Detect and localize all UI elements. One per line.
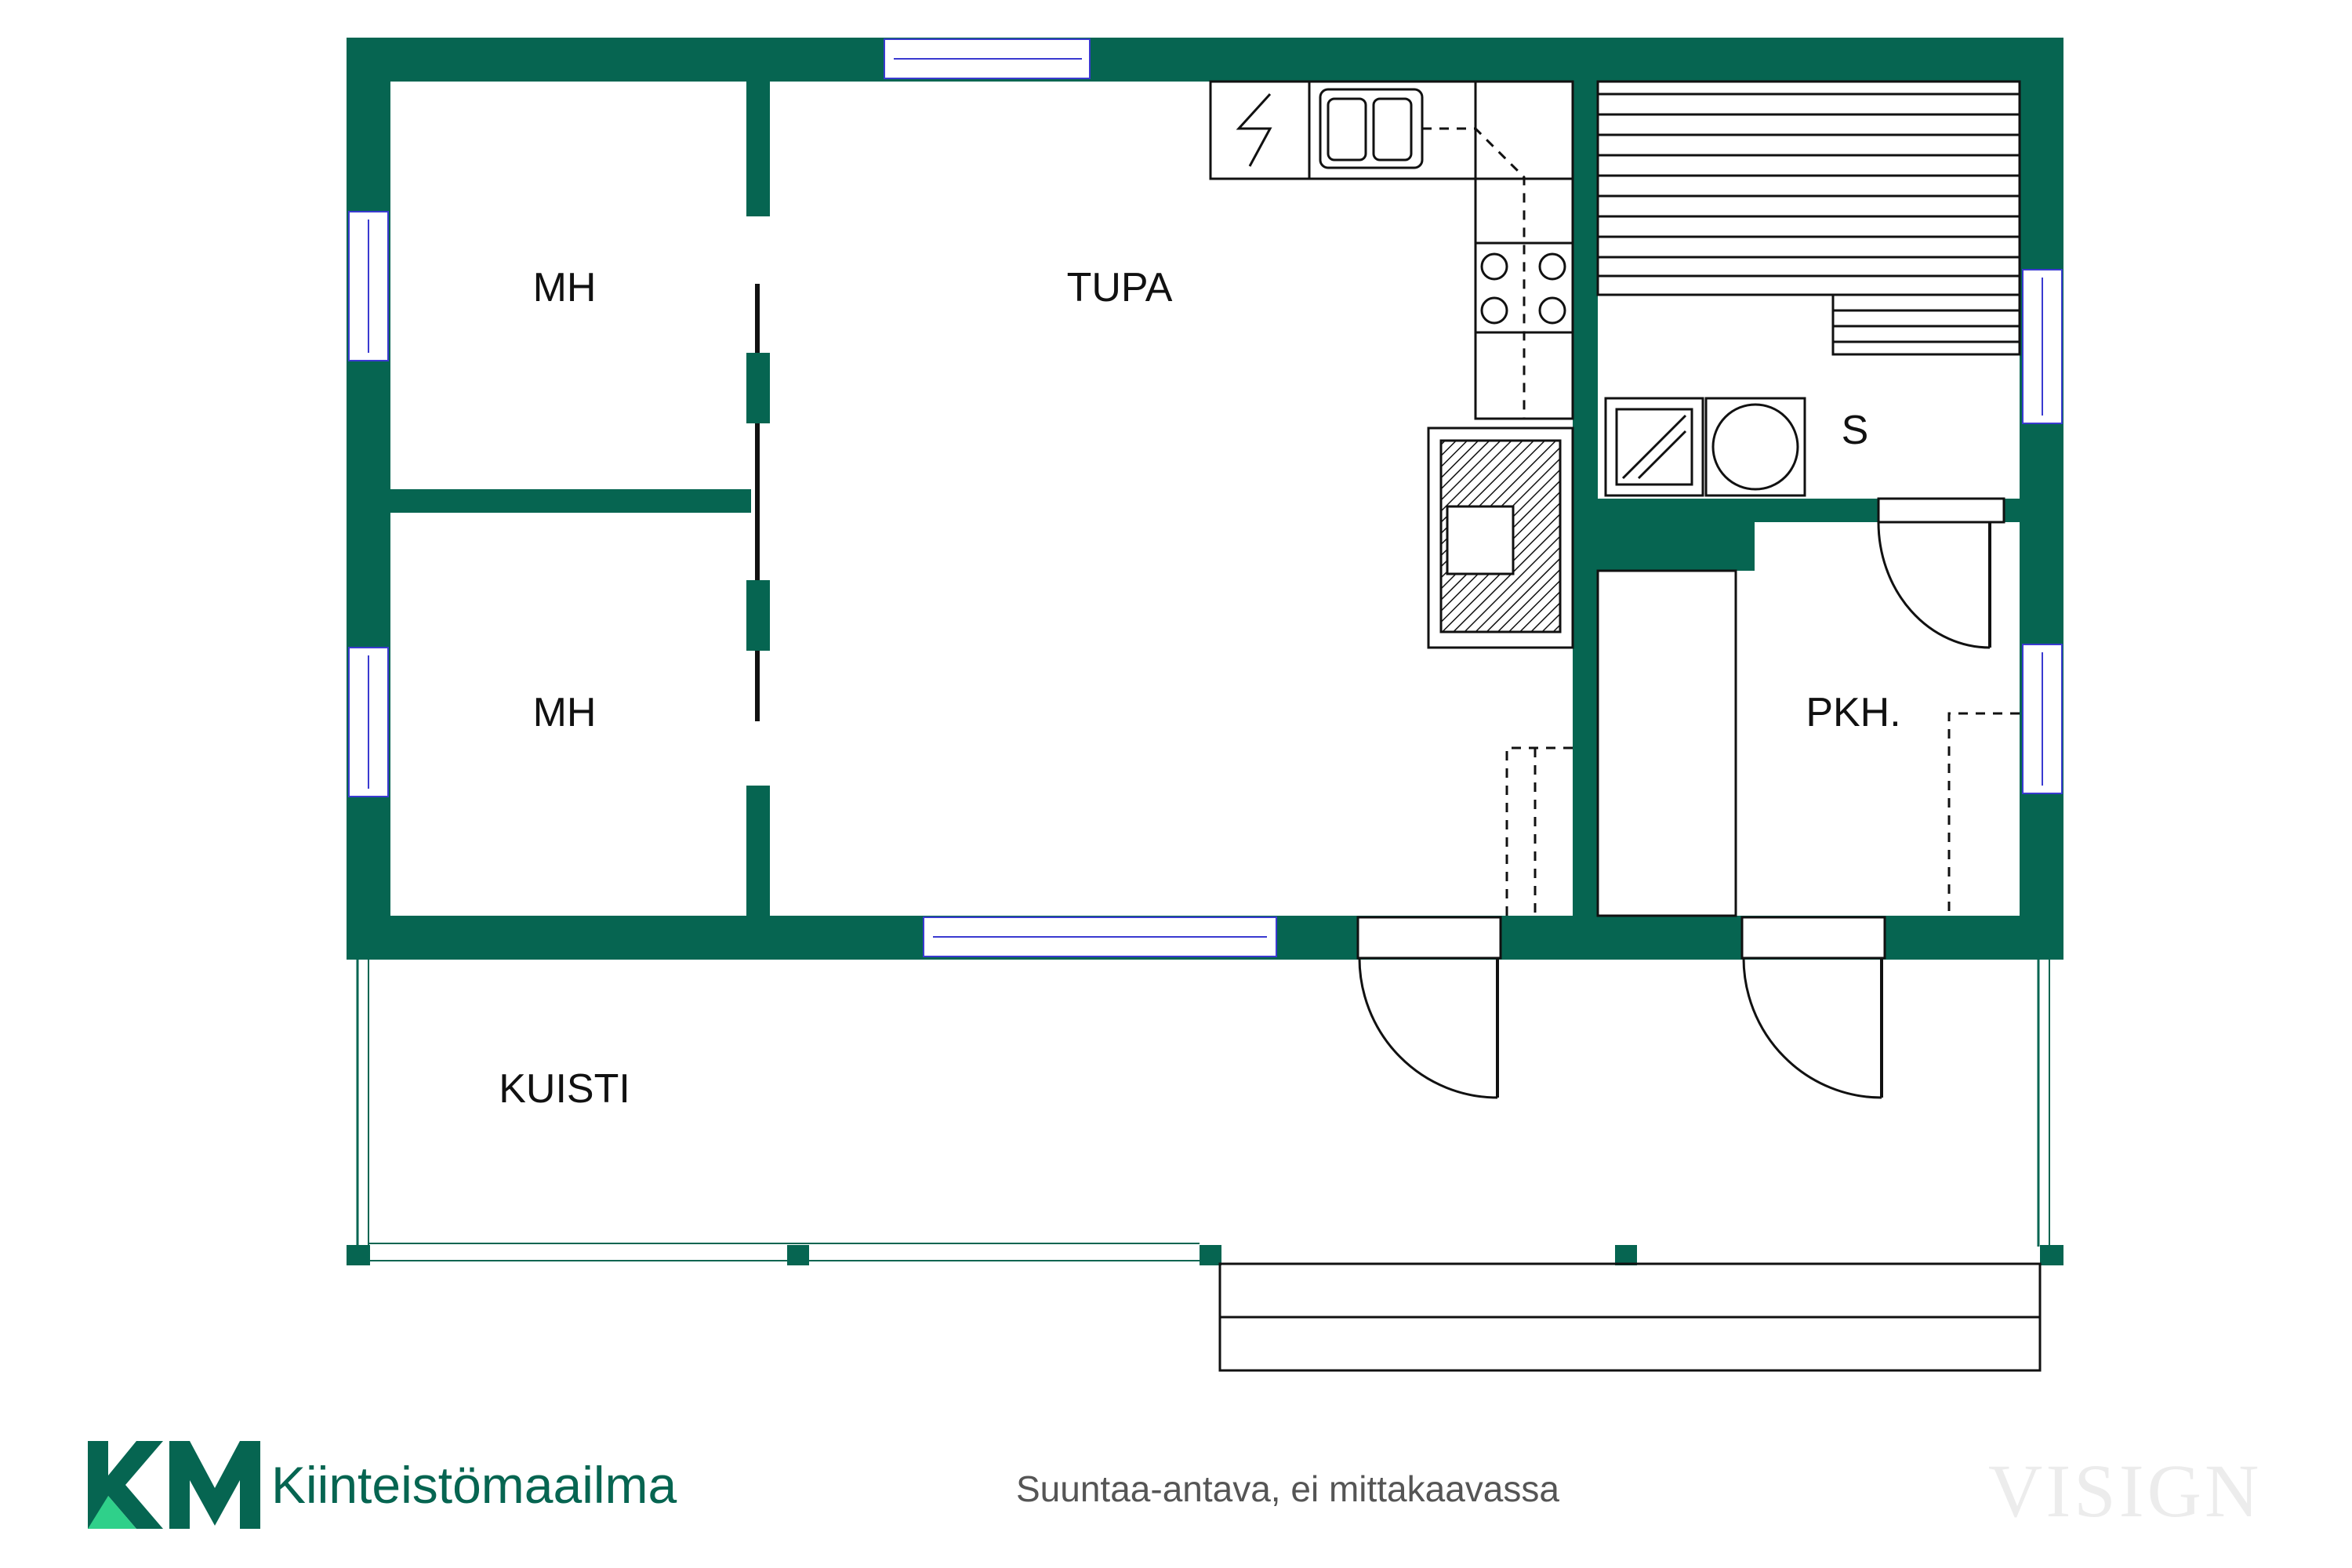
- interior-walls: [390, 82, 2020, 917]
- room-label-mh-bottom: MH: [533, 690, 597, 735]
- brand-name: Kiinteistömaailma: [271, 1456, 677, 1514]
- door-tupa: [1356, 916, 1502, 1099]
- km-logo-icon: [88, 1441, 260, 1529]
- attic-stair: [1505, 746, 1573, 916]
- room-label-tupa: TUPA: [1067, 265, 1173, 310]
- room-label-mh-top: MH: [533, 265, 597, 310]
- windows: [348, 38, 2063, 957]
- room-label-sauna: S: [1842, 408, 1869, 453]
- kitchen-counter: [1209, 80, 1574, 420]
- porch: [347, 960, 2063, 1372]
- watermark: VISIGN: [1988, 1449, 2263, 1533]
- door-sauna: [1877, 497, 2005, 649]
- washroom-bench: [1596, 569, 1737, 917]
- sliding-doors: [746, 216, 770, 786]
- room-label-pkh: PKH.: [1806, 690, 1900, 735]
- shower-outline: [1947, 712, 2020, 916]
- fireplace: [1427, 426, 1574, 649]
- room-label-kuisti: KUISTI: [499, 1066, 630, 1112]
- door-washroom: [1740, 916, 1886, 1099]
- sauna-stove: [1604, 397, 1806, 497]
- sauna-benches: [1596, 80, 2021, 356]
- disclaimer-text: Suuntaa-antava, ei mittakaavassa: [1016, 1468, 1559, 1509]
